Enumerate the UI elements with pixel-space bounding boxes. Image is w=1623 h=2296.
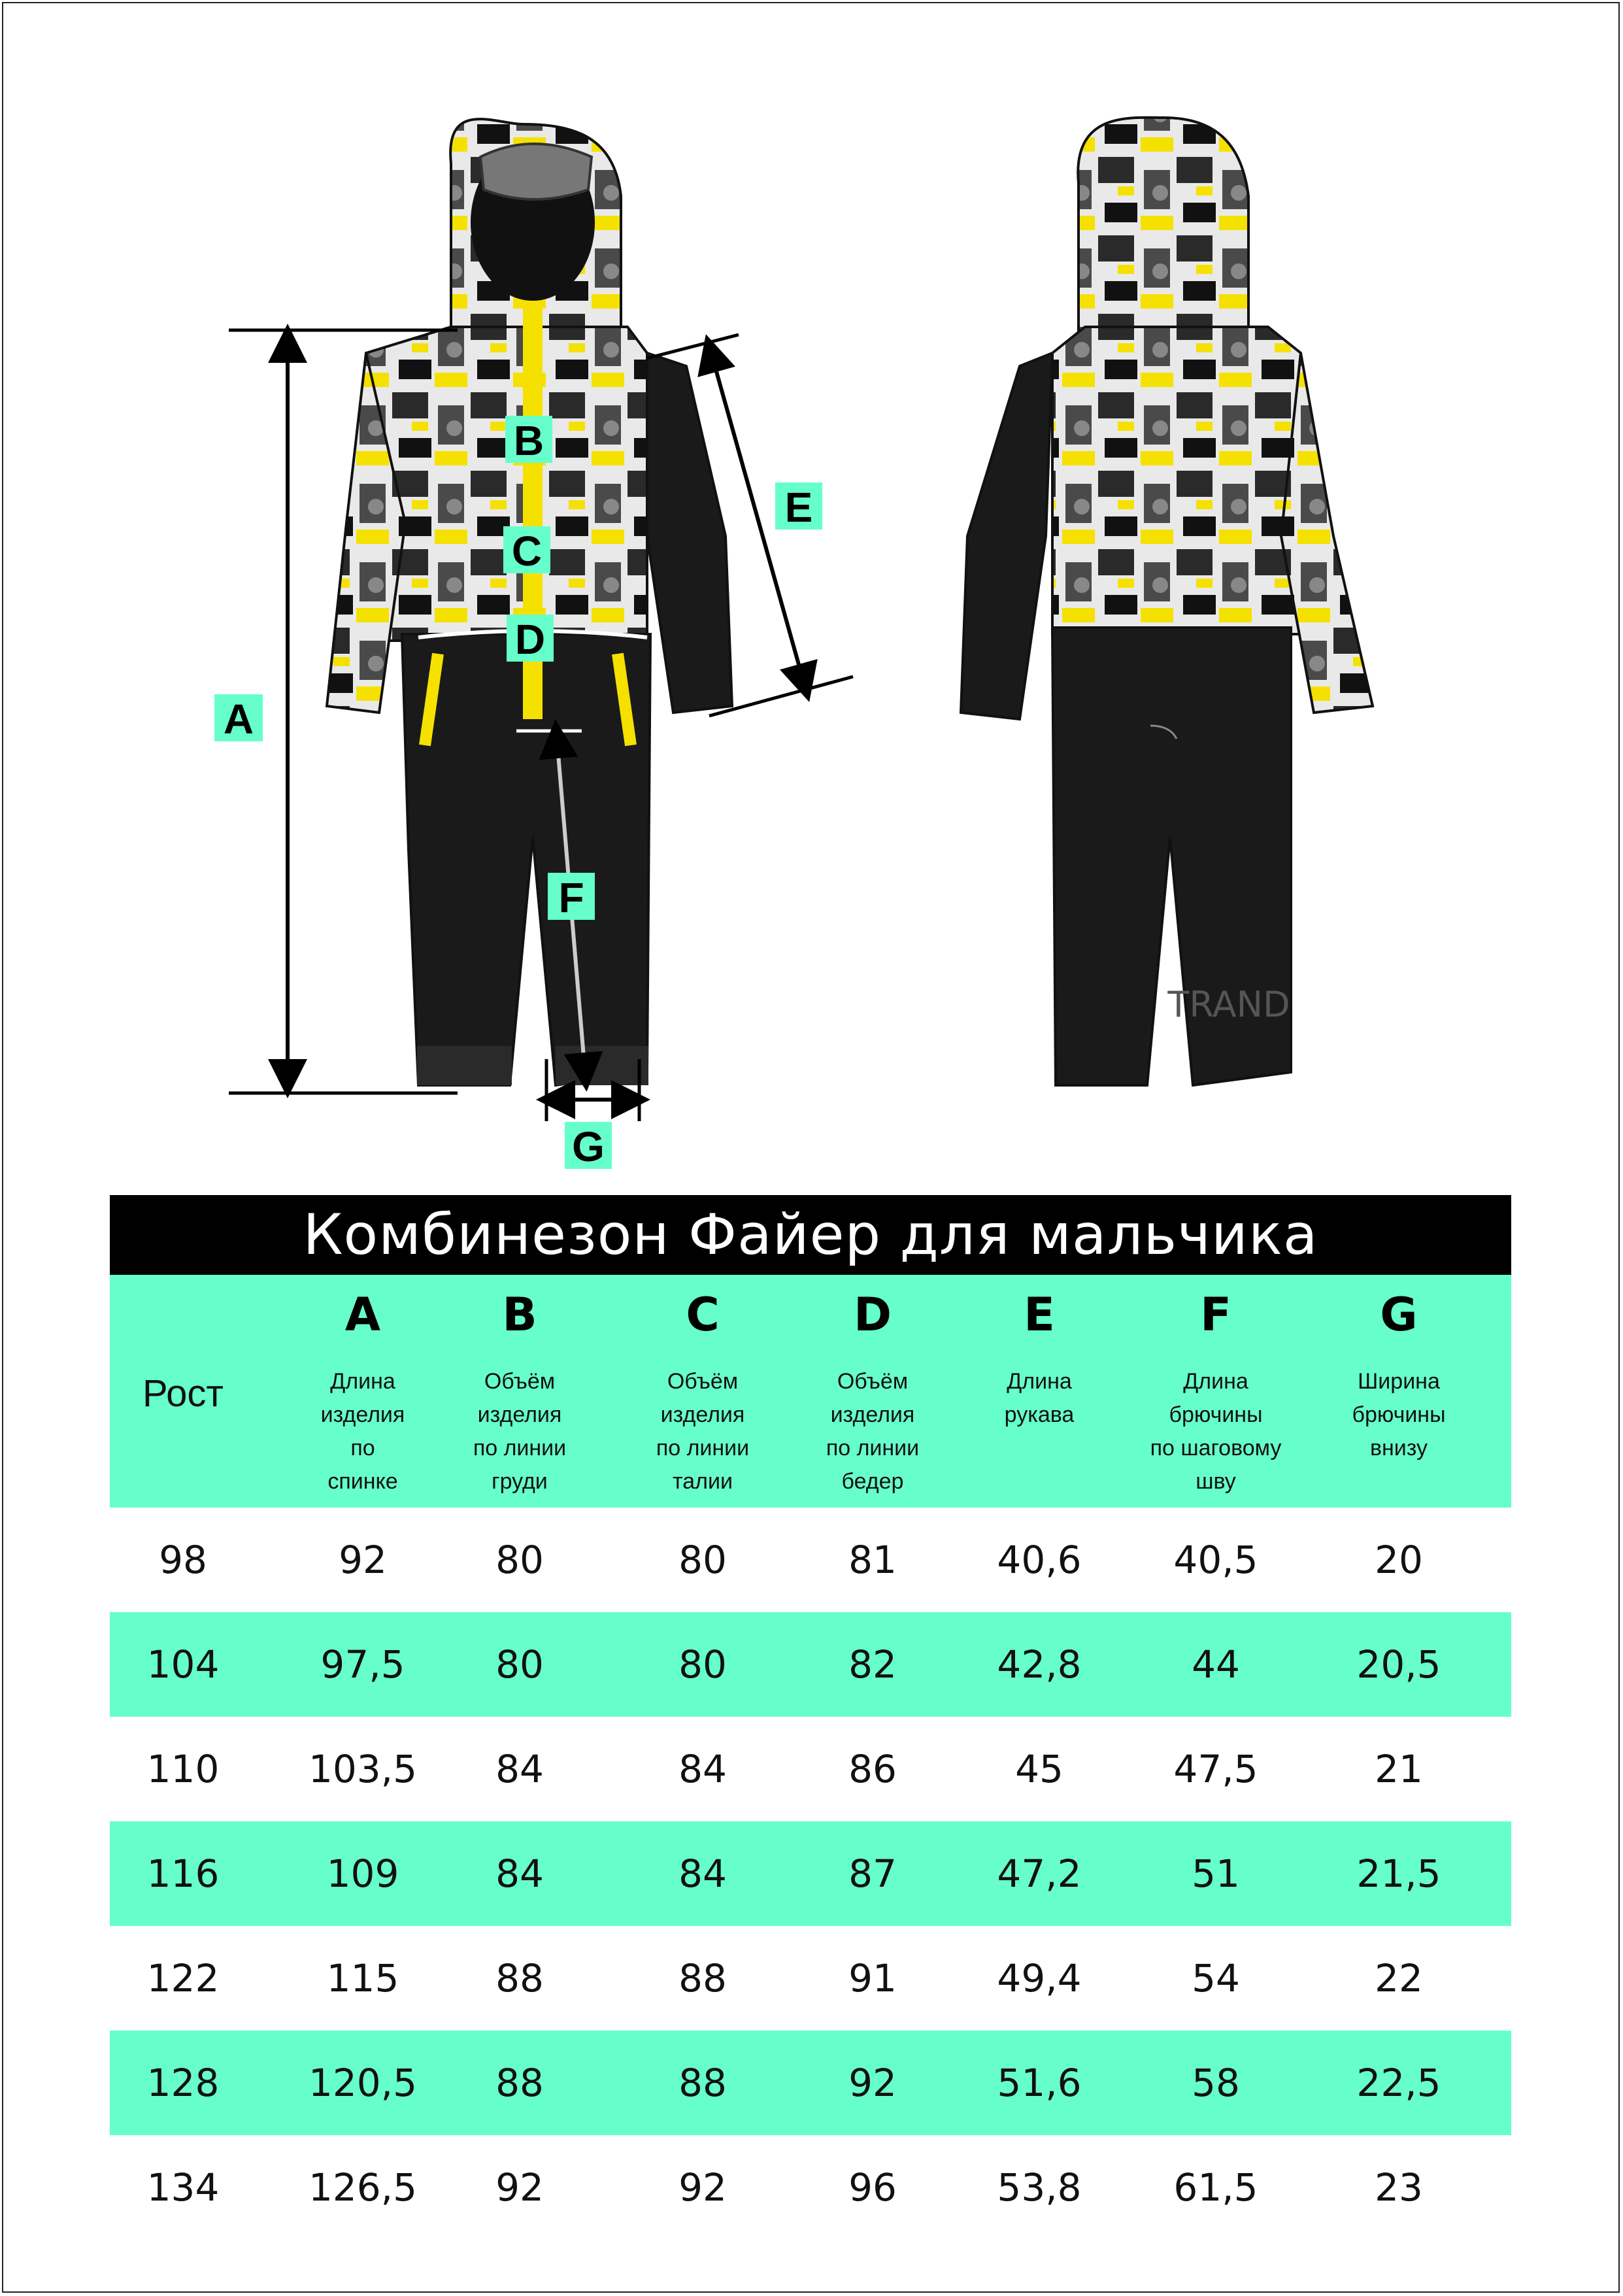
cell-c: 88 bbox=[678, 2061, 727, 2105]
cell-d: 87 bbox=[848, 1851, 897, 1896]
cell-e: 53,8 bbox=[997, 2165, 1082, 2210]
cell-a: 115 bbox=[326, 1956, 399, 2001]
svg-text:A: A bbox=[224, 696, 254, 743]
svg-text:F: F bbox=[558, 874, 584, 921]
label-b: B bbox=[505, 416, 552, 464]
cell-e: 42,8 bbox=[997, 1642, 1082, 1687]
header-letter-g: G bbox=[1380, 1288, 1418, 1342]
cell-g: 22 bbox=[1375, 1956, 1423, 2001]
suit-back: TRAND bbox=[959, 116, 1375, 1087]
cell-height: 104 bbox=[146, 1642, 220, 1687]
cell-b: 88 bbox=[495, 1956, 544, 2001]
cell-height: 122 bbox=[146, 1956, 220, 2001]
svg-text:G: G bbox=[572, 1123, 605, 1170]
header-letter-d: D bbox=[853, 1288, 892, 1342]
cell-d: 92 bbox=[848, 2061, 897, 2105]
cell-b: 80 bbox=[495, 1538, 544, 1582]
label-e: E bbox=[775, 482, 822, 531]
svg-text:C: C bbox=[512, 528, 542, 575]
cell-height: 98 bbox=[159, 1538, 207, 1582]
label-c: C bbox=[503, 526, 550, 575]
table-row: 128 120,5 88 88 92 51,6 58 22,5 bbox=[110, 2031, 1511, 2135]
table-header bbox=[110, 1275, 1511, 1508]
table-row: 122 115 88 88 91 49,4 54 22 bbox=[110, 1926, 1511, 2031]
cell-g: 20 bbox=[1375, 1538, 1423, 1582]
cell-c: 88 bbox=[678, 1956, 727, 2001]
cell-b: 84 bbox=[495, 1747, 544, 1791]
table-row: 104 97,5 80 80 82 42,8 44 20,5 bbox=[110, 1612, 1511, 1717]
cell-height: 110 bbox=[146, 1747, 220, 1791]
cell-f: 51 bbox=[1192, 1851, 1240, 1896]
cell-a: 109 bbox=[326, 1851, 399, 1896]
cell-g: 20,5 bbox=[1356, 1642, 1441, 1687]
cell-e: 40,6 bbox=[997, 1538, 1082, 1582]
cell-a: 103,5 bbox=[308, 1747, 418, 1791]
cell-d: 81 bbox=[848, 1538, 897, 1582]
svg-text:B: B bbox=[514, 417, 544, 464]
cell-e: 47,2 bbox=[997, 1851, 1082, 1896]
header-height: Рост bbox=[142, 1372, 224, 1415]
cell-height: 134 bbox=[146, 2165, 220, 2210]
cell-a: 97,5 bbox=[320, 1642, 405, 1687]
table-row: 98 92 80 80 81 40,6 40,5 20 bbox=[110, 1508, 1511, 1612]
cell-f: 44 bbox=[1192, 1642, 1240, 1687]
label-f: F bbox=[548, 873, 595, 921]
cell-f: 47,5 bbox=[1173, 1747, 1258, 1791]
table-row: 110 103,5 84 84 86 45 47,5 21 bbox=[110, 1717, 1511, 1821]
cell-g: 21,5 bbox=[1356, 1851, 1441, 1896]
cell-c: 80 bbox=[678, 1642, 727, 1687]
cell-d: 86 bbox=[848, 1747, 897, 1791]
header-letter-a: A bbox=[344, 1288, 381, 1342]
header-letter-b: B bbox=[502, 1288, 537, 1342]
cell-a: 92 bbox=[339, 1538, 387, 1582]
header-letter-e: E bbox=[1024, 1288, 1055, 1342]
cell-f: 58 bbox=[1192, 2061, 1240, 2105]
header-letter-c: C bbox=[686, 1288, 720, 1342]
cell-g: 23 bbox=[1375, 2165, 1423, 2210]
header-letter-f: F bbox=[1200, 1288, 1231, 1342]
table-row: 116 109 84 84 87 47,2 51 21,5 bbox=[110, 1821, 1511, 1926]
cell-b: 88 bbox=[495, 2061, 544, 2105]
cell-d: 96 bbox=[848, 2165, 897, 2210]
cell-height: 116 bbox=[146, 1851, 220, 1896]
label-g: G bbox=[565, 1122, 612, 1170]
cell-b: 84 bbox=[495, 1851, 544, 1896]
cell-e: 49,4 bbox=[997, 1956, 1082, 2001]
cell-f: 40,5 bbox=[1173, 1538, 1258, 1582]
cell-f: 61,5 bbox=[1173, 2165, 1258, 2210]
cell-c: 92 bbox=[678, 2165, 727, 2210]
svg-text:D: D bbox=[515, 616, 545, 663]
cell-g: 22,5 bbox=[1356, 2061, 1441, 2105]
cell-e: 51,6 bbox=[997, 2061, 1082, 2105]
cell-d: 82 bbox=[848, 1642, 897, 1687]
suit-front bbox=[325, 118, 734, 1087]
table-title: Комбинезон Файер для мальчика bbox=[110, 1195, 1511, 1275]
cell-f: 54 bbox=[1192, 1956, 1240, 2001]
cell-height: 128 bbox=[146, 2061, 220, 2105]
cell-b: 80 bbox=[495, 1642, 544, 1687]
label-d: D bbox=[507, 615, 554, 663]
suit-measurement-diagram: TRAND A B C D E F G bbox=[214, 116, 1375, 1170]
cell-a: 120,5 bbox=[308, 2061, 418, 2105]
cell-c: 84 bbox=[678, 1747, 727, 1791]
svg-text:E: E bbox=[785, 484, 813, 531]
cell-a: 126,5 bbox=[308, 2165, 418, 2210]
table-row: 134 126,5 92 92 96 53,8 61,5 23 bbox=[110, 2135, 1511, 2240]
cell-d: 91 bbox=[848, 1956, 897, 2001]
brand-mark: TRAND bbox=[1167, 984, 1290, 1025]
cell-b: 92 bbox=[495, 2165, 544, 2210]
cell-c: 80 bbox=[678, 1538, 727, 1582]
label-a: A bbox=[214, 694, 263, 743]
cell-c: 84 bbox=[678, 1851, 727, 1896]
cell-e: 45 bbox=[1015, 1747, 1063, 1791]
cell-g: 21 bbox=[1375, 1747, 1423, 1791]
